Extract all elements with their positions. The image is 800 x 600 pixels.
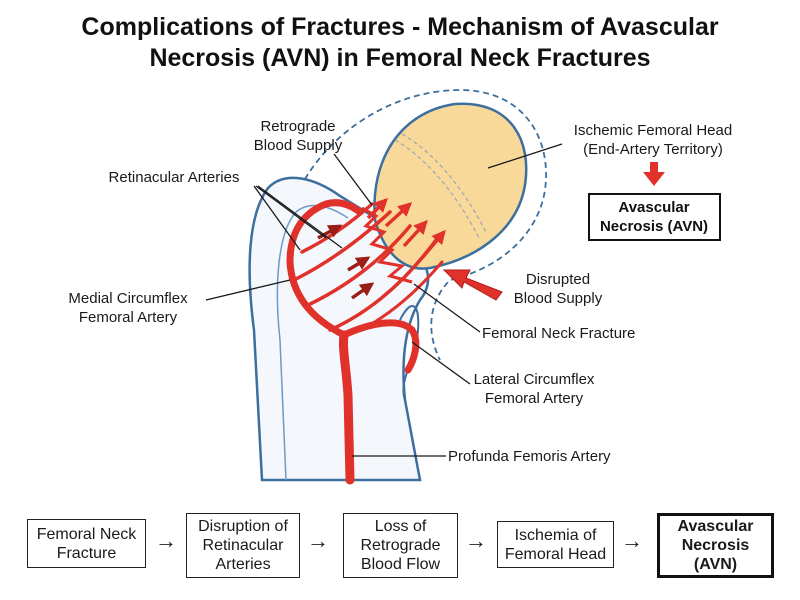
label-retinacular: Retinacular Arteries [109,169,240,186]
label-retrograde-2: Blood Supply [254,137,343,154]
flow-arrow-4 [420,229,446,260]
growth-plate-line-2 [401,133,488,235]
flow-arrow-3-4: → [465,528,487,553]
flow-arrow-4-5: → [621,528,643,553]
flow-step-loss-flow: Loss of Retrograde Blood Flow [343,513,458,578]
retinacular-artery-2 [292,210,392,282]
femoral-head [373,102,528,270]
avn-box-line-1: Avascular [618,199,689,216]
label-ischemic-2: (End-Artery Territory) [583,141,723,158]
flow-step-4-text: Ischemia of Femoral Head [504,526,607,563]
label-neck-fracture: Femoral Neck Fracture [482,325,635,342]
retrograde-flow-arrows [317,198,446,300]
leader-retinacular-2 [255,185,327,239]
leader-lines [205,143,563,457]
leader-retrograde [333,153,373,206]
label-lateral-2: Femoral Artery [485,390,584,407]
flow-step-3-text: Loss of Retrograde Blood Flow [360,518,441,573]
flow-step-ischemia: Ischemia of Femoral Head [497,521,614,568]
title-line-1: Complications of Fractures - Mechanism o… [81,13,719,41]
flow-step-fracture: Femoral Neck Fracture [27,519,146,568]
label-disrupted-2: Blood Supply [514,290,603,307]
fracture-line [361,206,413,284]
label-medial-2: Femoral Artery [79,309,178,326]
flow-arrow-6 [347,256,371,272]
ischemia-down-arrow [643,162,665,186]
growth-plate-line [394,139,481,241]
flow-step-2-text: Disruption of Retinacular Arteries [198,518,288,573]
flow-arrow-5 [317,224,343,240]
flow-step-avn: Avascular Necrosis (AVN) [657,513,774,578]
title-line-2: Necrosis (AVN) in Femoral Neck Fractures [149,44,651,72]
leader-lateral [411,341,471,385]
label-ischemic-1: Ischemic Femoral Head [574,122,732,139]
flow-arrow-2 [384,202,413,228]
label-medial-1: Medial Circumflex [68,290,188,307]
flow-arrow-7 [350,282,375,300]
flow-arrow-3 [402,219,428,248]
label-retrograde-1: Retrograde [260,118,335,135]
diagram-title: Complications of Fractures - Mechanism o… [0,12,800,74]
leader-ischemic [487,143,563,169]
avn-box [588,193,721,241]
retinacular-artery-3 [304,224,412,308]
joint-capsule-outline [299,89,547,361]
leader-neck-fracture [413,283,481,333]
retinacular-artery-5 [366,260,444,328]
leader-retinacular-3 [257,185,343,249]
flow-arrow-1-2: → [155,528,177,553]
label-profunda: Profunda Femoris Artery [448,448,611,465]
avn-box-line-2: Necrosis (AVN) [600,218,708,235]
artery-network [286,199,444,485]
label-lateral-1: Lateral Circumflex [474,371,595,388]
flow-step-5-text: Avascular Necrosis (AVN) [677,518,754,573]
medial-circumflex-artery [286,199,364,339]
leader-retinacular-1 [253,185,301,251]
profunda-femoris-artery [339,330,355,485]
flow-step-disruption: Disruption of Retinacular Arteries [186,513,300,578]
greater-trochanter-outline [399,305,420,401]
label-disrupted-1: Disrupted [526,271,590,288]
leader-medial [205,279,291,301]
flow-arrow-2-3: → [307,528,329,553]
flow-arrow-1 [366,198,388,220]
flow-step-1-text: Femoral Neck Fracture [36,525,137,562]
disrupted-supply-arrow [442,269,503,301]
